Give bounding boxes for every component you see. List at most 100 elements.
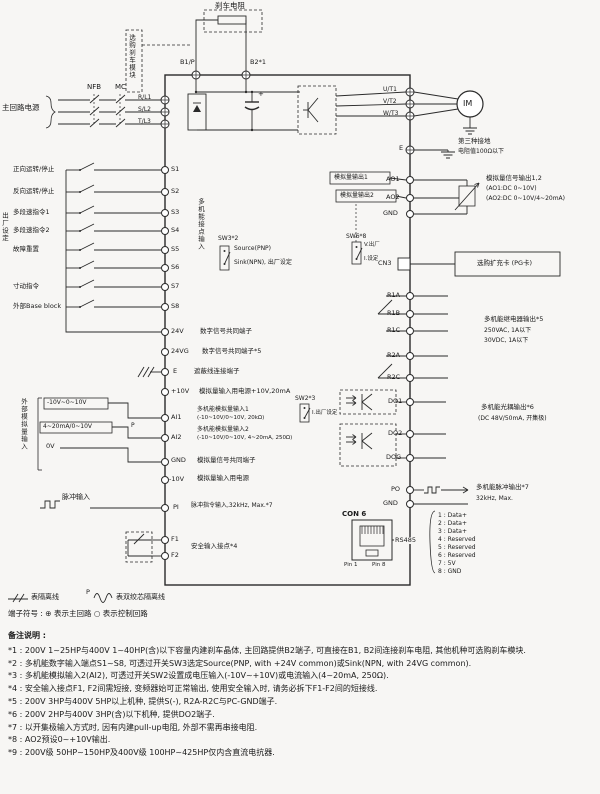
- analog-output1-box-label: 模拟量输出1: [334, 174, 368, 181]
- sw2-note: I.出厂设定: [312, 410, 338, 416]
- terminal-dog-label: DOG: [386, 453, 402, 461]
- terminal-ao2-label: AO2: [386, 193, 400, 201]
- rs485-label: RS485: [394, 536, 418, 544]
- con6-pin-row: 5 : Reserved: [438, 544, 476, 551]
- multifunction-input-group-label: 多机能接点输入: [196, 198, 205, 251]
- expansion-card-desc: 选购扩充卡 (PG卡): [477, 259, 533, 267]
- terminal-plus10v-desc: 模拟量输入用电源+10V,20mA: [199, 387, 291, 395]
- sw3-sink-label: Sink(NPN), 出厂设定: [234, 259, 292, 266]
- analog-source2-label: 4~20mA/0~10V: [43, 423, 93, 430]
- input-desc-s8: 外部Base block: [13, 302, 62, 310]
- terminal-agnd-desc: 模拟量信号共同端子: [197, 456, 256, 464]
- terminal-sl2-label: S/L2: [138, 106, 151, 113]
- external-analog-side-label: 外部模拟量输入: [19, 398, 28, 451]
- terminal-minus10v-desc: 模拟量输入用电源: [197, 474, 249, 482]
- note-item-4: *4 : 安全输入接点F1, F2间需短接, 变频器始可正常输出, 使用安全输入…: [8, 684, 378, 694]
- grounding-sub: 电阻值100Ω以下: [458, 148, 505, 155]
- input-desc-s3: 多段速指令1: [13, 208, 50, 216]
- note-item-6: *6 : 200V 2HP与400V 3HP(含)以下机种, 提供DO2端子.: [8, 709, 215, 719]
- motor-label: IM: [463, 99, 473, 108]
- terminal-ai1-spec: (-10~10V/0~10V, 20kΩ): [197, 415, 265, 421]
- terminal-aognd-label: GND: [383, 209, 398, 217]
- terminal-vt2-label: V/T2: [383, 98, 397, 105]
- terminal-ai2-label: AI2: [171, 433, 182, 441]
- terminal-r1b-label: R1B: [387, 309, 401, 317]
- terminal-r1a-label: R1A: [387, 291, 401, 299]
- terminal-minus10v-label: -10V: [169, 475, 185, 483]
- analog-output-title: 模拟量信号输出1,2: [486, 174, 542, 182]
- terminal-ai1-desc: 多机能模拟量输入1: [197, 406, 249, 413]
- note-item-5: *5 : 200V 3HP与400V 5HP以上机种, 提供S(-), R2A-…: [8, 696, 278, 706]
- terminal-do2-label: DO2: [388, 429, 403, 437]
- con6-label: CON 6: [342, 510, 367, 518]
- terminal-po-label: PO: [391, 485, 401, 493]
- terminal-r2c-label: R2C: [387, 373, 401, 381]
- brake-resistor-label: 刹车电阻: [215, 1, 245, 10]
- sw6-top-label: V.出厂: [364, 242, 380, 248]
- terminal-s7-label: S7: [171, 282, 180, 290]
- con6-pin-row: 4 : Reserved: [438, 536, 476, 543]
- mains-source-label: 主回路电源: [2, 103, 40, 112]
- terminal-pognd-label: GND: [383, 499, 398, 507]
- terminal-ai2-desc: 多机能模拟量输入2: [197, 426, 249, 433]
- grounding-title: 第三种接地: [458, 137, 491, 145]
- con6-pin1-label: Pin 1: [344, 562, 358, 568]
- analog-output-spec1: (AO1:DC 0~10V): [486, 185, 537, 192]
- sw6-label: SW6*8: [346, 233, 367, 240]
- con6-pin-row: 7 : 5V: [438, 560, 456, 567]
- analog-output2-box-label: 模拟量输出2: [340, 192, 374, 199]
- input-desc-s5: 故障重置: [13, 245, 39, 253]
- note-item-3: *3 : 多机能模拟输入2(AI2), 可透过开关SW2设置成电压输入(-10V…: [8, 671, 389, 681]
- relay-output-spec2: 30VDC, 1A以下: [484, 337, 529, 344]
- motor-symbol: [413, 90, 484, 152]
- expansion-card-symbol: [397, 251, 561, 277]
- opto-output-title: 多机能光耦输出*6: [481, 403, 534, 411]
- factory-setting-side-label: 出厂设定: [0, 212, 9, 242]
- terminal-24v-label: 24V: [171, 327, 184, 335]
- terminal-circles: [160, 70, 478, 560]
- legend-p-marker: P: [86, 588, 90, 596]
- terminal-f1-label: F1: [171, 535, 179, 543]
- terminal-pi-desc: 脉冲指令输入,32kHz, Max.*7: [191, 502, 273, 509]
- mains-input-lines: [45, 94, 161, 129]
- digital-input-lines: [65, 162, 231, 333]
- terminal-r2a-label: R2A: [387, 351, 401, 359]
- terminal-ao1-label: AO1: [386, 175, 400, 183]
- terminal-ut1-label: U/T1: [383, 86, 397, 93]
- safety-input-symbol: [125, 531, 161, 563]
- legend-symbols: [8, 593, 113, 603]
- sw3-source-label: Source(PNP): [234, 245, 272, 252]
- terminal-agnd-label: GND: [171, 456, 186, 464]
- relay-output-lines: [377, 295, 448, 379]
- notes-section: 备注说明 : *1 : 200V 1~25HP与400V 1~40HP(含)以下…: [8, 630, 594, 760]
- safety-input-desc: 安全输入接点*4: [191, 542, 238, 550]
- input-desc-s4: 多段速指令2: [13, 226, 50, 234]
- con6-pin-row: 6 : Reserved: [438, 552, 476, 559]
- analog-output-lines: [329, 171, 480, 265]
- terminal-24v-desc: 数字信号共同端子: [200, 327, 252, 335]
- relay-output-spec1: 250VAC, 1A以下: [484, 327, 532, 334]
- dc-bus-plus-label: +: [258, 90, 264, 98]
- note-item-8: *8 : AO2预设0~+10V输出.: [8, 735, 111, 745]
- input-desc-s2: 反向运转/停止: [13, 187, 55, 195]
- relay-output-title: 多机能继电器输出*5: [484, 315, 544, 323]
- sw2-label: SW2*3: [295, 395, 316, 402]
- pulse-output-symbol: [414, 486, 469, 505]
- terminal-pi-label: PI: [173, 503, 179, 511]
- terminal-tl3-label: T/L3: [138, 118, 151, 125]
- terminal-24vg-label: 24VG: [171, 347, 189, 355]
- brake-resistor-symbol: [125, 9, 263, 93]
- input-desc-s1: 正向运转/停止: [13, 165, 55, 173]
- terminal-do1-label: DO1: [388, 397, 403, 405]
- sw3-label: SW3*2: [218, 235, 239, 242]
- legend-twisted-label: 表双绞芯隔离线: [116, 593, 165, 601]
- terminal-s6-label: S6: [171, 263, 180, 271]
- twisted-pair-marker: P: [131, 422, 135, 429]
- analog-source1-label: -10V~0~10V: [47, 399, 87, 406]
- terminal-s5-label: S5: [171, 245, 180, 253]
- terminal-b1p-label: B1/P: [180, 58, 195, 66]
- nfb-label: NFB: [87, 83, 102, 91]
- analog-source3-label: 0V: [46, 442, 55, 450]
- terminal-f2-label: F2: [171, 551, 179, 559]
